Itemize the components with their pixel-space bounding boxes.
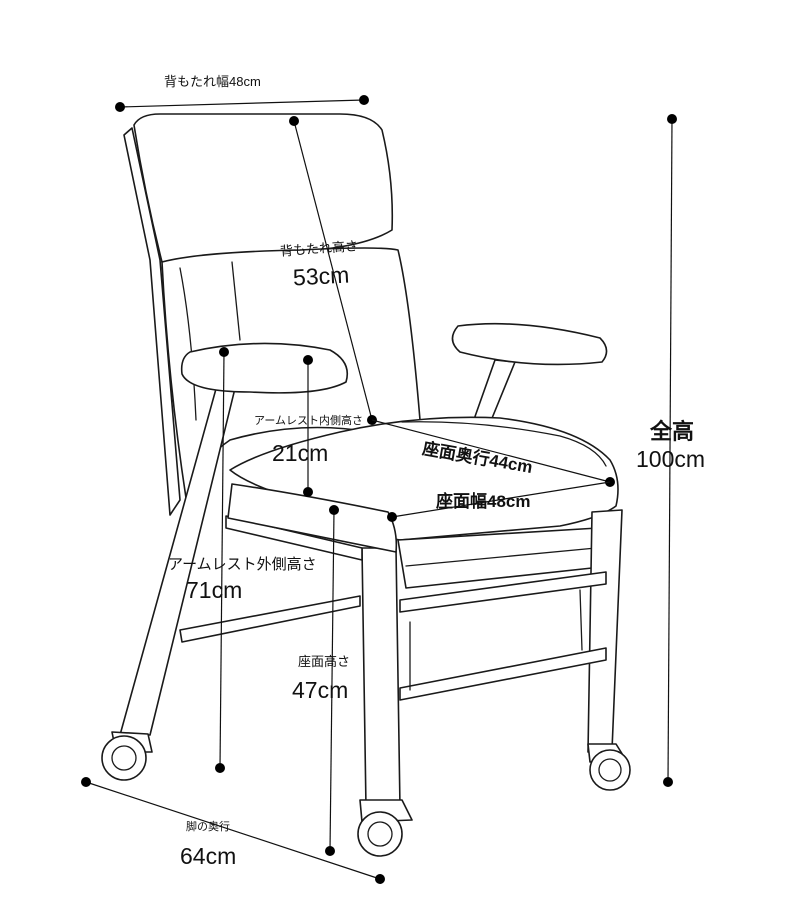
armrest-outer-value: 71cm xyxy=(186,577,243,603)
back-frame xyxy=(123,127,181,516)
backrest-height-value: 53cm xyxy=(292,261,350,291)
right-armrest-pad xyxy=(451,322,608,366)
leg-depth-title: 脚の奥行 xyxy=(186,821,230,833)
front-left-caster xyxy=(357,799,413,857)
total-height-title: 全高 xyxy=(650,419,695,444)
left-armrest-pad xyxy=(180,342,349,394)
left-side-frame xyxy=(179,595,361,643)
armrest-inner-value: 21cm xyxy=(272,440,329,466)
front-left-leg xyxy=(361,547,401,809)
front-right-leg xyxy=(587,509,623,753)
armrest-outer-title: アームレスト外側高さ xyxy=(168,556,317,573)
total-height-value: 100cm xyxy=(636,446,706,472)
front-right-caster xyxy=(587,743,631,791)
inner-rail xyxy=(409,589,583,691)
upper-back-cushion xyxy=(133,113,394,263)
lower-side-rail xyxy=(399,647,607,701)
armrest-inner-title: アームレスト内側高さ xyxy=(254,415,364,427)
seat-base-line xyxy=(405,547,597,567)
seat-width-label: 座面幅48cm xyxy=(436,492,531,511)
seat-height-title: 座面高さ xyxy=(298,654,351,669)
rear-left-caster xyxy=(101,731,153,781)
lumbar-line xyxy=(179,267,197,421)
backrest-width-label: 背もたれ幅48cm xyxy=(164,74,261,89)
upper-side-rail xyxy=(399,571,607,613)
left-side-diagonal xyxy=(225,515,363,561)
dimension-lines xyxy=(81,95,677,884)
seat-height-value: 47cm xyxy=(292,677,349,703)
leg-depth-value: 64cm xyxy=(180,843,237,869)
seat-seam xyxy=(401,421,607,467)
left-side-panel xyxy=(227,483,398,553)
lumbar-line-2 xyxy=(231,261,241,341)
